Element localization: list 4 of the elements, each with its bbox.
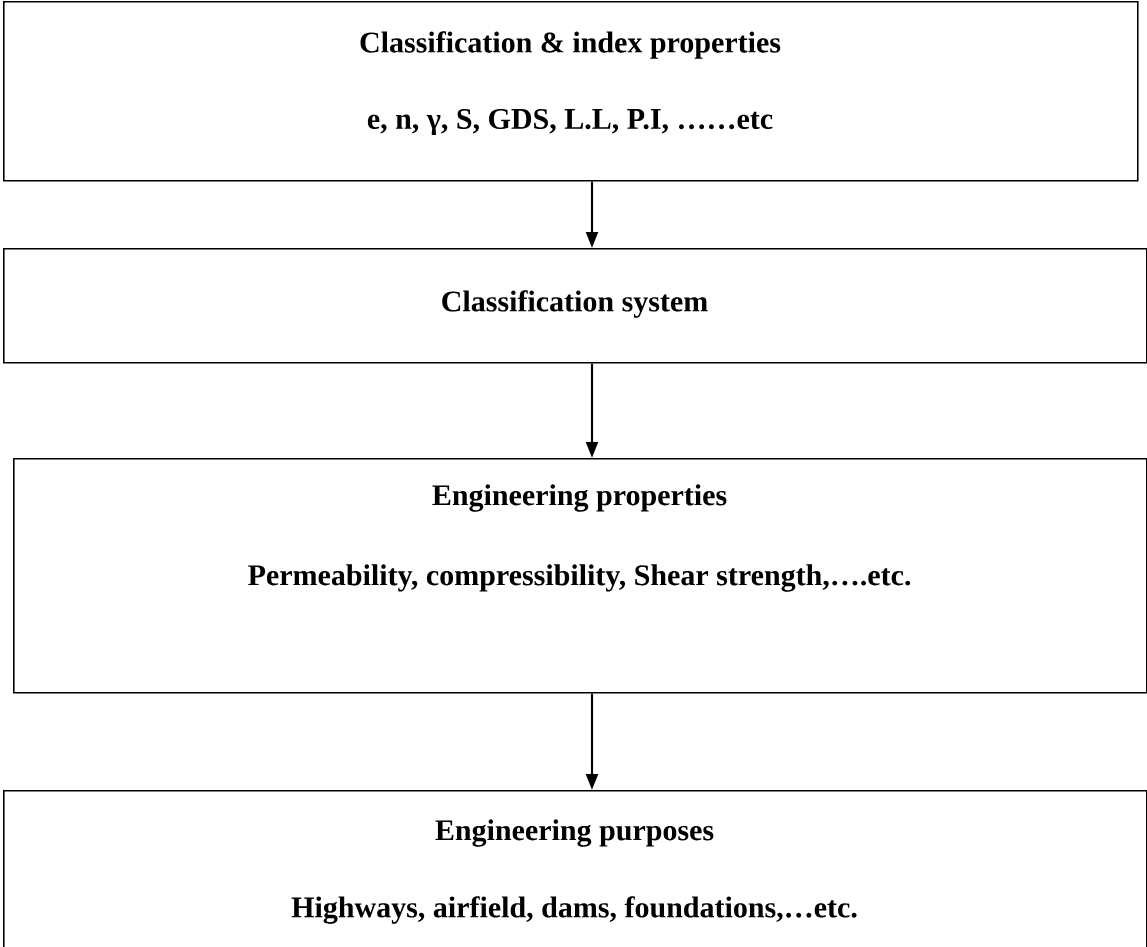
- process-box: Classification system: [3, 248, 1147, 364]
- process-box: Engineering purposes Highways, airfield, dams, foundations,…etc.: [3, 790, 1147, 947]
- process-box: Classification & index properties e, n, γ, S, GDS, L.L, P.I, ……etc: [3, 1, 1139, 182]
- process-box: Engineering properties Permeability, compressibility, Shear strength,….etc.: [13, 458, 1147, 694]
